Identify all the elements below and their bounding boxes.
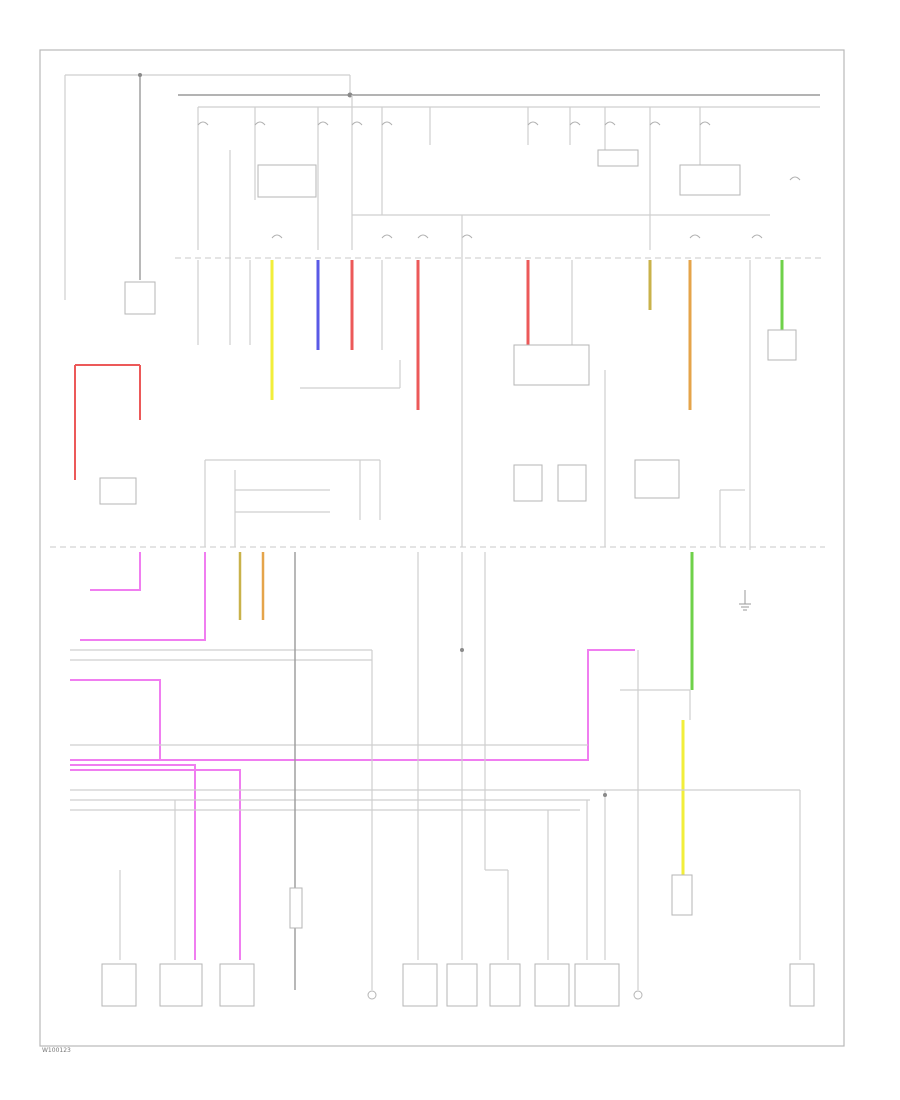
splice-point	[460, 648, 464, 652]
module-box	[513, 464, 543, 502]
component-box	[489, 963, 521, 1007]
fuse-symbols	[197, 121, 801, 239]
ground-terminal	[367, 990, 377, 1000]
control-unit-box	[513, 344, 590, 386]
lower-grey-wires	[70, 552, 801, 990]
diagram-code: W100123	[42, 1047, 71, 1054]
starter-box	[124, 281, 156, 315]
relay-box	[634, 459, 680, 499]
component-box	[789, 963, 815, 1007]
component-box	[574, 963, 620, 1007]
relay-box	[597, 149, 639, 167]
diagram-frame	[39, 49, 845, 1047]
pink-wires	[70, 365, 635, 960]
relay-box	[257, 164, 317, 198]
splice-point	[138, 73, 142, 77]
mid-relay-wiring	[204, 370, 745, 547]
relay-box	[679, 164, 741, 196]
component-box	[219, 963, 255, 1007]
grey-wires-upper	[197, 150, 751, 550]
ground-terminal	[633, 990, 643, 1000]
resistor-box	[289, 887, 303, 929]
component-box	[446, 963, 478, 1007]
component-box	[101, 963, 137, 1007]
module-box	[557, 464, 587, 502]
ground-icon	[739, 590, 751, 611]
component-box	[402, 963, 438, 1007]
component-box	[159, 963, 203, 1007]
sensor-box	[671, 874, 693, 916]
sensor-box	[767, 329, 797, 361]
component-box	[534, 963, 570, 1007]
relay-box	[99, 477, 137, 505]
splice-point	[603, 793, 607, 797]
splice-point	[347, 92, 353, 98]
